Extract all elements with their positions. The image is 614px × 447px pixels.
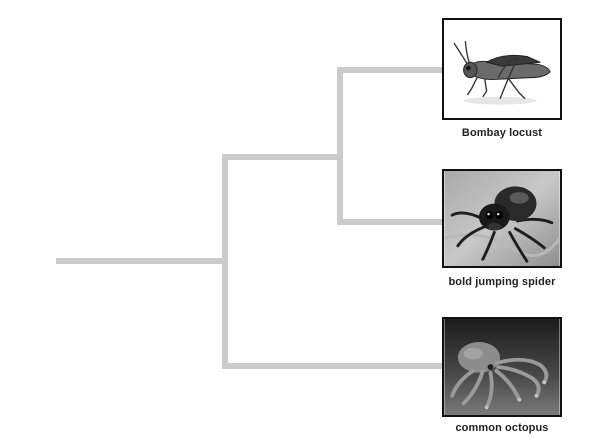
grasshopper-photo — [444, 20, 560, 118]
taxon-label-octopus: common octopus — [455, 422, 549, 434]
spider-photo-frame — [442, 169, 562, 268]
octopus-photo-frame — [442, 317, 562, 417]
jumping-spider-photo — [444, 171, 560, 266]
taxon-label-locust: Bombay locust — [461, 127, 543, 139]
octopus-photo — [444, 319, 560, 415]
taxon-label-spider: bold jumping spider — [448, 276, 556, 288]
locust-photo-frame — [442, 18, 562, 120]
